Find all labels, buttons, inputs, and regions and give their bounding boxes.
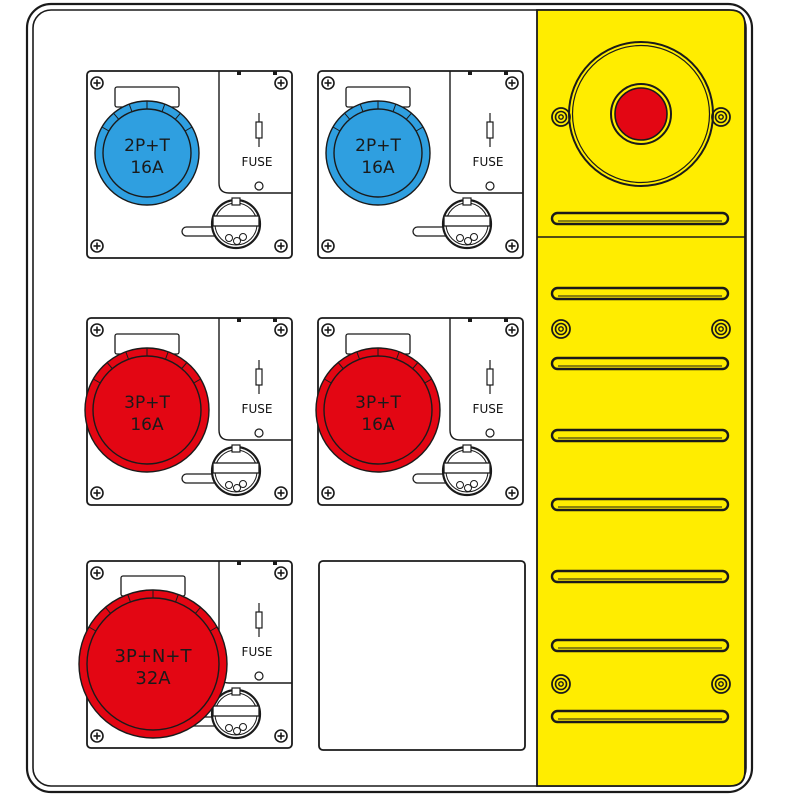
rotary-isolator-switch[interactable] [441, 444, 493, 497]
fuse-label: FUSE [242, 402, 273, 416]
socket-rating-label: 16A [361, 158, 395, 178]
hinge-mark [468, 71, 472, 75]
fuse-cover[interactable] [449, 71, 523, 194]
screw-icon [254, 671, 264, 681]
fuse-cover[interactable] [449, 318, 523, 441]
screw-icon [254, 181, 264, 191]
screw-icon [274, 76, 288, 90]
screw-icon [485, 181, 495, 191]
hinge-mark [273, 561, 277, 565]
rotary-isolator-switch[interactable] [210, 444, 262, 497]
screw-icon [90, 566, 104, 580]
screw-icon [321, 239, 335, 253]
screw-icon [274, 566, 288, 580]
screw-icon [321, 486, 335, 500]
socket-rating-label: 16A [130, 415, 164, 435]
screw-icon [505, 486, 519, 500]
emergency-stop-red-cap[interactable] [614, 87, 668, 141]
fuse-label: FUSE [473, 402, 504, 416]
screw-icon [505, 76, 519, 90]
rotary-isolator-switch[interactable] [210, 687, 262, 740]
screw-icon [90, 76, 104, 90]
screw-icon [274, 239, 288, 253]
screw-icon [485, 428, 495, 438]
socket-rating-label: 16A [361, 415, 395, 435]
socket-type-label: 2P+T [355, 136, 401, 156]
socket-type-label: 2P+T [124, 136, 170, 156]
fuse-icon [255, 368, 263, 386]
hinge-mark [237, 318, 241, 322]
socket-rating-label: 32A [135, 668, 171, 689]
screw-icon [90, 323, 104, 337]
fuse-icon [255, 611, 263, 629]
yellow-side-panel [536, 9, 746, 787]
socket-type-label: 3P+N+T [115, 646, 193, 667]
screw-icon [274, 486, 288, 500]
screw-icon [505, 239, 519, 253]
screw-icon [90, 239, 104, 253]
hinge-mark [504, 318, 508, 322]
screw-icon [505, 323, 519, 337]
socket-type-label: 3P+T [355, 393, 401, 413]
fuse-label: FUSE [473, 155, 504, 169]
screw-icon [90, 486, 104, 500]
blank-plate [318, 560, 526, 751]
hinge-mark [273, 71, 277, 75]
hinge-mark [237, 71, 241, 75]
hinge-mark [504, 71, 508, 75]
hinge-mark [273, 318, 277, 322]
rotary-isolator-switch[interactable] [210, 197, 262, 250]
fuse-cover[interactable] [218, 71, 292, 194]
fuse-label: FUSE [242, 155, 273, 169]
fuse-icon [486, 368, 494, 386]
socket-rating-label: 16A [130, 158, 164, 178]
screw-icon [321, 76, 335, 90]
socket-type-label: 3P+T [124, 393, 170, 413]
fuse-icon [486, 121, 494, 139]
screw-icon [321, 323, 335, 337]
hinge-mark [237, 561, 241, 565]
screw-icon [274, 323, 288, 337]
fuse-cover[interactable] [218, 318, 292, 441]
fuse-icon [255, 121, 263, 139]
rotary-isolator-switch[interactable] [441, 197, 493, 250]
screw-icon [90, 729, 104, 743]
hinge-mark [468, 318, 472, 322]
fuse-label: FUSE [242, 645, 273, 659]
screw-icon [254, 428, 264, 438]
screw-icon [274, 729, 288, 743]
